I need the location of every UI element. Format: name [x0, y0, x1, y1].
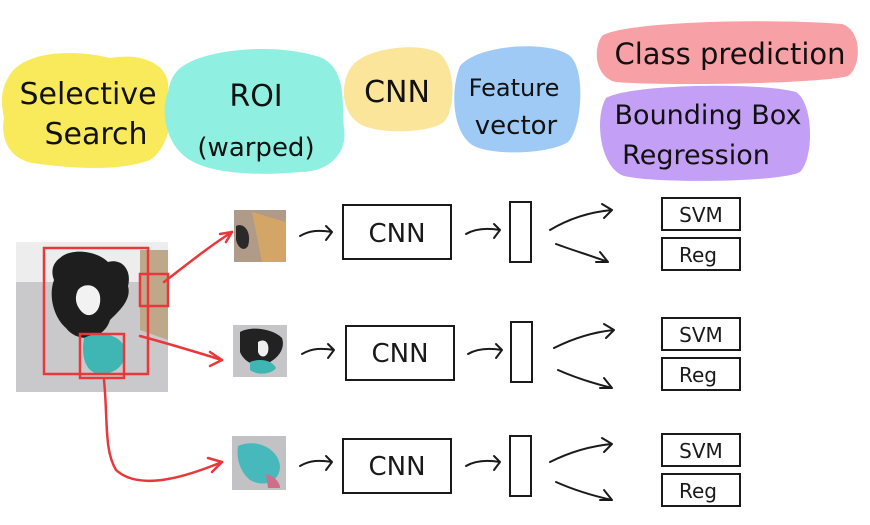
roi-label-line2: (warped) — [197, 133, 314, 163]
cnn-highlight — [343, 47, 453, 132]
blanket-crop-icon — [234, 210, 286, 262]
svm-box-row3 — [661, 433, 741, 467]
dog-crop-icon — [233, 325, 287, 377]
cnn-box-label-row3: CNN — [368, 452, 425, 482]
reg-box-row3 — [661, 473, 741, 507]
svm-label-row3: SVM — [679, 439, 723, 463]
selective-search-label-line1: Selective — [19, 77, 156, 112]
class-prediction-label: Class prediction — [614, 37, 845, 71]
svm-label-row2: SVM — [679, 323, 723, 347]
feature-vector-row3 — [509, 435, 532, 497]
arrow-vector-to-reg-row2 — [557, 369, 613, 389]
arrow-vector-to-svm-row1 — [549, 203, 613, 231]
roi-label-line1: ROI — [229, 79, 282, 114]
roi-highlight — [164, 48, 345, 174]
reg-box-row1 — [661, 237, 741, 271]
arrow-cnn-to-vector-row1 — [465, 223, 501, 239]
pipeline-row-1: CNN SVM Reg — [299, 197, 741, 271]
svm-box-row2 — [661, 317, 741, 351]
cnn-box-row1 — [342, 204, 452, 260]
cnn-box-row3 — [342, 438, 452, 494]
red-arrow-row3 — [102, 378, 224, 483]
feature-vector-highlight — [454, 46, 581, 153]
bbox-regression-label-line2: Regression — [622, 140, 770, 171]
cnn-box-label-row2: CNN — [371, 339, 428, 369]
toy-crop-icon — [232, 436, 286, 490]
arrow-roi-to-cnn-row2 — [301, 343, 335, 359]
selective-search-highlight — [1, 52, 171, 168]
reg-label-row1: Reg — [679, 243, 717, 267]
pipeline-row-2: CNN SVM Reg — [301, 317, 741, 391]
feature-vector-row1 — [509, 201, 532, 263]
cnn-box-row2 — [345, 325, 455, 381]
bbox-regression-label-line1: Bounding Box — [615, 100, 802, 131]
arrow-roi-to-cnn-row3 — [299, 455, 333, 471]
feature-vector-label-line2: vector — [475, 111, 558, 141]
selective-search-label-line2: Search — [44, 117, 147, 152]
feature-vector-label-line1: Feature — [469, 74, 560, 102]
svm-box-row1 — [661, 197, 741, 231]
bbox-regression-highlight — [600, 85, 811, 181]
arrow-roi-to-cnn-row1 — [299, 225, 333, 241]
reg-box-row2 — [661, 357, 741, 391]
arrow-cnn-to-vector-row2 — [467, 343, 503, 359]
reg-label-row3: Reg — [679, 479, 717, 503]
feature-vector-row2 — [510, 321, 533, 383]
region-arrows — [102, 230, 234, 483]
cnn-box-label-row1: CNN — [368, 219, 425, 249]
arrow-vector-to-reg-row1 — [555, 243, 609, 263]
arrow-vector-to-svm-row3 — [549, 437, 613, 463]
reg-label-row2: Reg — [679, 363, 717, 387]
arrow-cnn-to-vector-row3 — [465, 455, 501, 471]
arrow-vector-to-svm-row2 — [553, 323, 615, 349]
red-arrow-row2 — [138, 334, 224, 362]
svm-label-row1: SVM — [679, 203, 723, 227]
red-arrow-row1 — [162, 230, 234, 284]
dog-photo-icon — [16, 242, 170, 392]
cnn-header-label: CNN — [364, 75, 430, 110]
pipeline-row-3: CNN SVM Reg — [299, 433, 741, 507]
arrow-vector-to-reg-row3 — [555, 481, 613, 501]
class-prediction-highlight — [596, 21, 858, 84]
